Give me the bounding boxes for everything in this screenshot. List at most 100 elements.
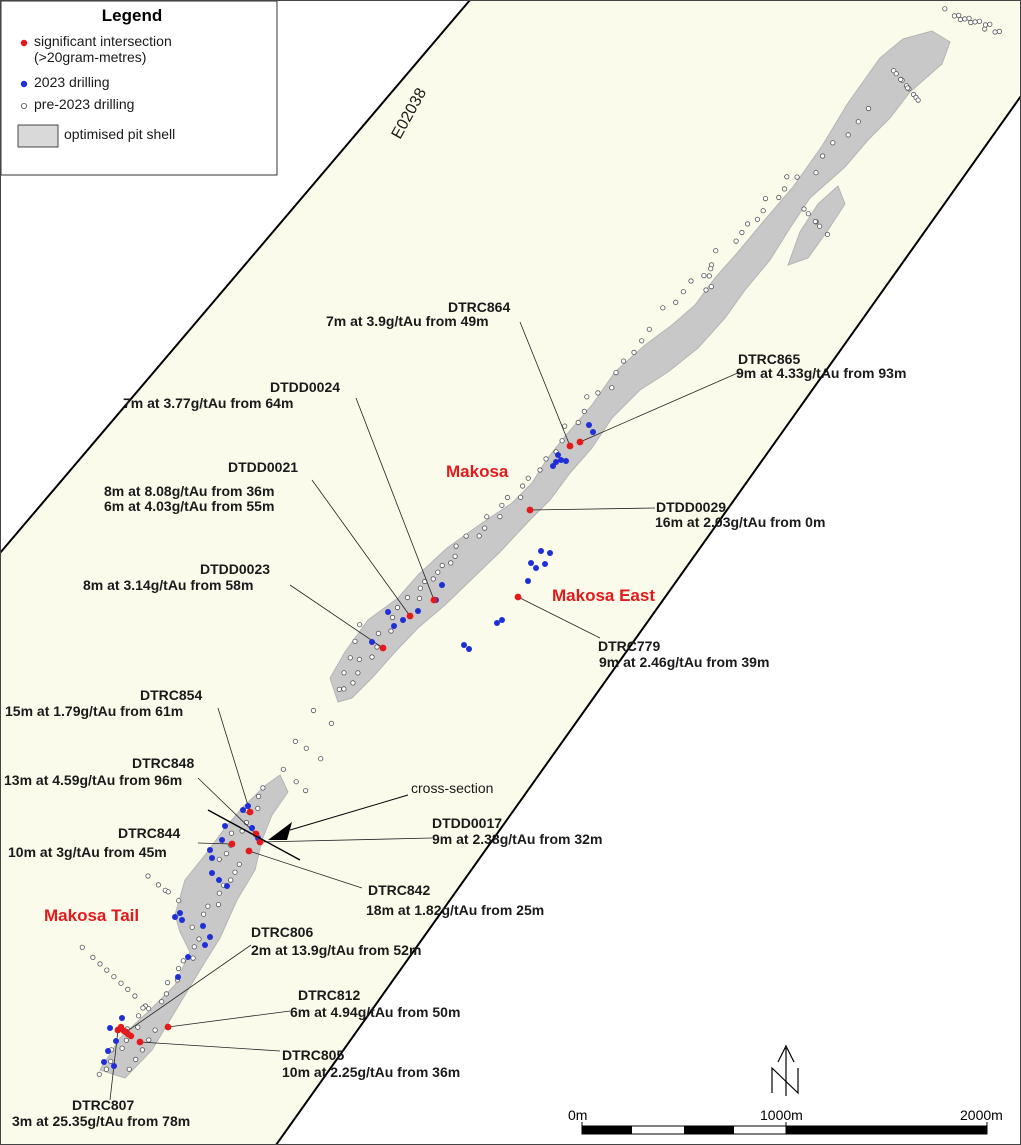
pre-2023-hole — [260, 785, 266, 791]
pre-2023-hole — [801, 206, 807, 212]
significant-intersection-hole — [246, 808, 254, 816]
pre-2023-hole — [708, 283, 714, 290]
drill-2023-hole — [224, 883, 230, 889]
pre-2023-hole — [706, 273, 712, 279]
pre-2023-hole — [350, 680, 356, 686]
pre-2023-hole — [463, 533, 469, 539]
pre-2023-hole — [517, 494, 524, 500]
pre-2023-hole — [942, 6, 948, 12]
drill-2023-hole — [547, 550, 553, 556]
zone-label-makosa-tail: Makosa Tail — [44, 906, 139, 925]
significant-intersection-hole — [379, 644, 387, 652]
significant-intersection-hole — [245, 847, 253, 855]
pre-2023-hole — [223, 850, 229, 857]
pre-2023-hole — [680, 289, 686, 295]
legend: Legend significant intersection (>20gram… — [0, 0, 278, 176]
pre-2023-hole — [216, 890, 222, 896]
cross-section-arrow-icon — [268, 822, 292, 840]
significant-intersections — [114, 438, 584, 1046]
pre-2023-hole — [201, 911, 207, 917]
drill-2023-hole — [240, 807, 246, 813]
pre-2023-hole — [355, 670, 361, 676]
intersection-grade-label: 9m at 4.33g/tAu from 93m — [736, 365, 906, 381]
pre-2023-hole — [310, 707, 317, 714]
pre-2023-hole — [620, 358, 627, 364]
legend-item-pre-2023: pre-2023 drilling — [34, 96, 134, 112]
pre-2023-hole — [104, 967, 110, 973]
leader-line — [217, 707, 251, 813]
pre-2023-hole — [357, 622, 363, 628]
pre-2023-hole — [191, 944, 197, 950]
drill-2023-hole — [202, 942, 208, 948]
pre-2023-hole — [341, 686, 347, 692]
drillhole-id-label: DTRC864 — [448, 299, 510, 315]
pit-shell-makosa-branch — [787, 185, 846, 266]
leader-line — [259, 837, 433, 843]
pre-2023-hole — [951, 13, 958, 19]
intersection-grade-label: 7m at 3.77g/tAu from 64m — [123, 395, 293, 411]
pre-2023-hole — [559, 438, 565, 444]
drillhole-id-label: DTDD0029 — [656, 499, 726, 515]
drill-2023-hole — [216, 877, 222, 883]
significant-intersection-hole — [164, 1023, 172, 1031]
pre-2023-hole — [688, 278, 694, 284]
drill-2023-hole — [586, 422, 592, 428]
pre-2023-hole — [159, 999, 165, 1005]
drillhole-id-label: DTRC807 — [72, 1097, 134, 1113]
drillhole-id-label: DTRC844 — [118, 825, 180, 841]
significant-intersection-hole — [526, 506, 534, 514]
pre-2023-hole — [146, 1006, 152, 1012]
pre-2023-hole — [97, 961, 103, 967]
pre-2023-hole — [369, 654, 375, 660]
drill-2023-hole — [249, 825, 255, 831]
significant-intersection-hole — [576, 438, 584, 446]
pre-2023-hole — [760, 208, 766, 214]
drill-2023-hole — [528, 560, 534, 566]
drillhole-id-label: DTRC854 — [140, 687, 202, 703]
drill-2023-hole — [175, 974, 181, 980]
pre-2023-hole — [205, 903, 211, 909]
drill-2023-hole — [177, 910, 183, 916]
open-circle-icon — [20, 103, 27, 110]
legend-item-significant-line1: significant intersection — [34, 33, 172, 49]
drillhole-id-label: DTRC865 — [738, 351, 800, 367]
pre-2023-hole — [813, 170, 819, 176]
pre-2023-hole — [215, 901, 222, 908]
pre-2023-hole — [812, 218, 818, 225]
significant-intersection-hole — [430, 596, 438, 604]
pre-2023-hole — [957, 16, 964, 23]
pre-2023-hole — [96, 1071, 102, 1077]
pre-2023-hole — [562, 423, 568, 429]
pre-2023-hole — [776, 194, 782, 201]
significant-intersection-hole — [228, 840, 236, 848]
pre-2023-hole — [631, 349, 637, 355]
pre-2023-hole — [982, 26, 988, 32]
pre-2023-hole — [482, 525, 488, 531]
pre-2023-hole — [145, 873, 151, 879]
drillhole-id-label: DTRC806 — [251, 924, 313, 940]
pre-2023-hole — [713, 248, 719, 254]
leader-line — [311, 479, 411, 617]
pre-2023-hole — [898, 76, 904, 83]
pre-2023-hole — [243, 819, 249, 826]
intersection-grade-label: 8m at 3.14g/tAu from 58m — [83, 577, 253, 593]
pre-2023-hole — [784, 174, 790, 180]
pre-2023-hole — [830, 140, 836, 146]
pre-2023-hole — [476, 533, 482, 539]
significant-intersection-hole — [406, 612, 414, 620]
cross-section-leader — [289, 794, 409, 831]
pre-2023-hole — [352, 638, 358, 644]
pre-2023-hole — [966, 15, 972, 21]
pre-2023-hole — [595, 390, 601, 396]
pre-2023-hole — [575, 419, 581, 426]
drill-2023-hole — [119, 1015, 125, 1021]
pre-2023-hole — [499, 502, 505, 508]
pre-2023-hole — [972, 19, 978, 25]
pre-2023-hole — [819, 153, 826, 159]
leader-line — [355, 397, 435, 601]
pre-2023-hole — [543, 456, 549, 462]
pre-2023-hole — [905, 85, 911, 91]
drill-2023-hole — [391, 623, 397, 629]
zone-label-makosa-east: Makosa East — [552, 586, 655, 605]
